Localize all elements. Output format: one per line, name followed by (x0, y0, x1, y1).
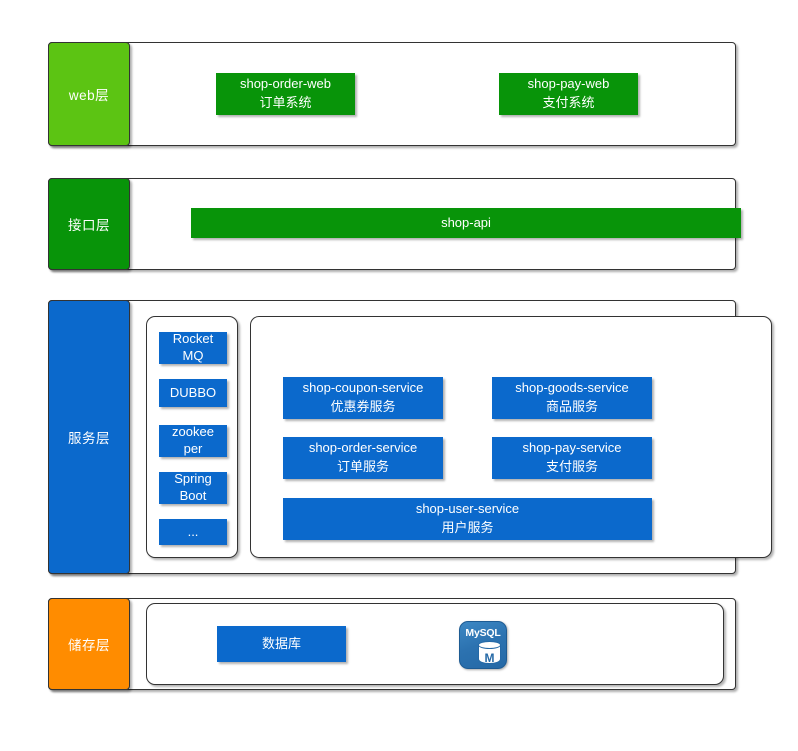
chip-rocketmq[interactable]: Rocket MQ (159, 331, 227, 364)
box-shop-user-service-desc: 用户服务 (441, 520, 494, 535)
chip-springboot-line1: Spring (174, 471, 212, 487)
box-shop-goods-service[interactable]: shop-goods-service 商品服务 (492, 377, 652, 419)
chip-dubbo[interactable]: DUBBO (159, 379, 227, 407)
layer-badge-storage-label: 储存层 (68, 638, 110, 653)
layer-badge-api-label: 接口层 (68, 218, 110, 233)
layer-web-body: shop-order-web 订单系统 shop-pay-web 支付系统 (130, 42, 736, 146)
box-shop-pay-web-name: shop-pay-web (527, 76, 610, 92)
mysql-cylinder-icon: M (478, 641, 501, 665)
layer-badge-service[interactable]: 服务层 (48, 300, 130, 574)
layer-service-body: Rocket MQ DUBBO zookee per Spring Boot .… (130, 300, 772, 574)
box-shop-coupon-service-name: shop-coupon-service (302, 380, 424, 396)
mysql-cylinder-top (478, 641, 501, 649)
box-shop-order-service[interactable]: shop-order-service 订单服务 (283, 437, 443, 479)
layer-badge-storage[interactable]: 储存层 (48, 598, 130, 690)
box-shop-order-web[interactable]: shop-order-web 订单系统 (216, 73, 355, 115)
box-database-name: 数据库 (261, 635, 301, 651)
layer-badge-service-label: 服务层 (68, 431, 110, 446)
box-shop-pay-web[interactable]: shop-pay-web 支付系统 (499, 73, 638, 115)
box-shop-user-service-name: shop-user-service (415, 501, 520, 517)
box-shop-order-service-desc: 订单服务 (336, 459, 389, 474)
layer-storage-body: 数据库 MySQL M (130, 598, 736, 690)
layer-badge-api[interactable]: 接口层 (48, 178, 130, 270)
services-container: shop-coupon-service 优惠券服务 shop-goods-ser… (250, 316, 772, 558)
box-shop-goods-service-name: shop-goods-service (515, 380, 629, 396)
chip-more-line1: ... (187, 523, 199, 539)
chip-more[interactable]: ... (159, 519, 227, 545)
box-shop-goods-service-desc: 商品服务 (545, 399, 598, 414)
layer-api: 接口层 shop-api (48, 178, 741, 270)
chip-rocketmq-line2: MQ (182, 348, 204, 363)
layer-storage: 储存层 数据库 MySQL M (48, 598, 736, 690)
mysql-icon-label: MySQL (465, 627, 501, 639)
chip-springboot-line2: Boot (179, 488, 207, 503)
box-shop-order-service-name: shop-order-service (308, 440, 418, 456)
box-shop-api-name: shop-api (441, 214, 491, 230)
box-shop-order-web-desc: 订单系统 (259, 95, 312, 110)
layer-web: web层 shop-order-web 订单系统 shop-pay-web 支付… (48, 42, 736, 146)
layer-service: 服务层 Rocket MQ DUBBO zookee per Spring Bo… (48, 300, 772, 574)
chip-zookeeper-line1: zookee (172, 424, 214, 440)
mysql-cylinder-label: M (484, 651, 495, 665)
box-shop-pay-service-desc: 支付服务 (545, 459, 598, 474)
box-shop-pay-web-desc: 支付系统 (542, 95, 595, 110)
chip-rocketmq-line1: Rocket (172, 331, 214, 347)
layer-api-body: shop-api (130, 178, 741, 270)
layer-badge-web-label: web层 (68, 88, 110, 103)
box-shop-order-web-name: shop-order-web (239, 76, 332, 92)
tech-stack-container: Rocket MQ DUBBO zookee per Spring Boot .… (146, 316, 238, 558)
mysql-icon[interactable]: MySQL M (459, 621, 507, 669)
box-shop-user-service[interactable]: shop-user-service 用户服务 (283, 498, 652, 540)
chip-zookeeper[interactable]: zookee per (159, 424, 227, 457)
chip-zookeeper-line2: per (183, 441, 203, 456)
box-shop-pay-service[interactable]: shop-pay-service 支付服务 (492, 437, 652, 479)
box-shop-api[interactable]: shop-api (191, 208, 741, 238)
box-shop-coupon-service[interactable]: shop-coupon-service 优惠券服务 (283, 377, 443, 419)
storage-container: 数据库 MySQL M (146, 603, 724, 685)
layer-badge-web[interactable]: web层 (48, 42, 130, 146)
box-shop-pay-service-name: shop-pay-service (522, 440, 622, 456)
chip-springboot[interactable]: Spring Boot (159, 471, 227, 504)
box-shop-coupon-service-desc: 优惠券服务 (330, 399, 396, 414)
chip-dubbo-line1: DUBBO (169, 384, 217, 400)
box-database[interactable]: 数据库 (217, 626, 346, 662)
